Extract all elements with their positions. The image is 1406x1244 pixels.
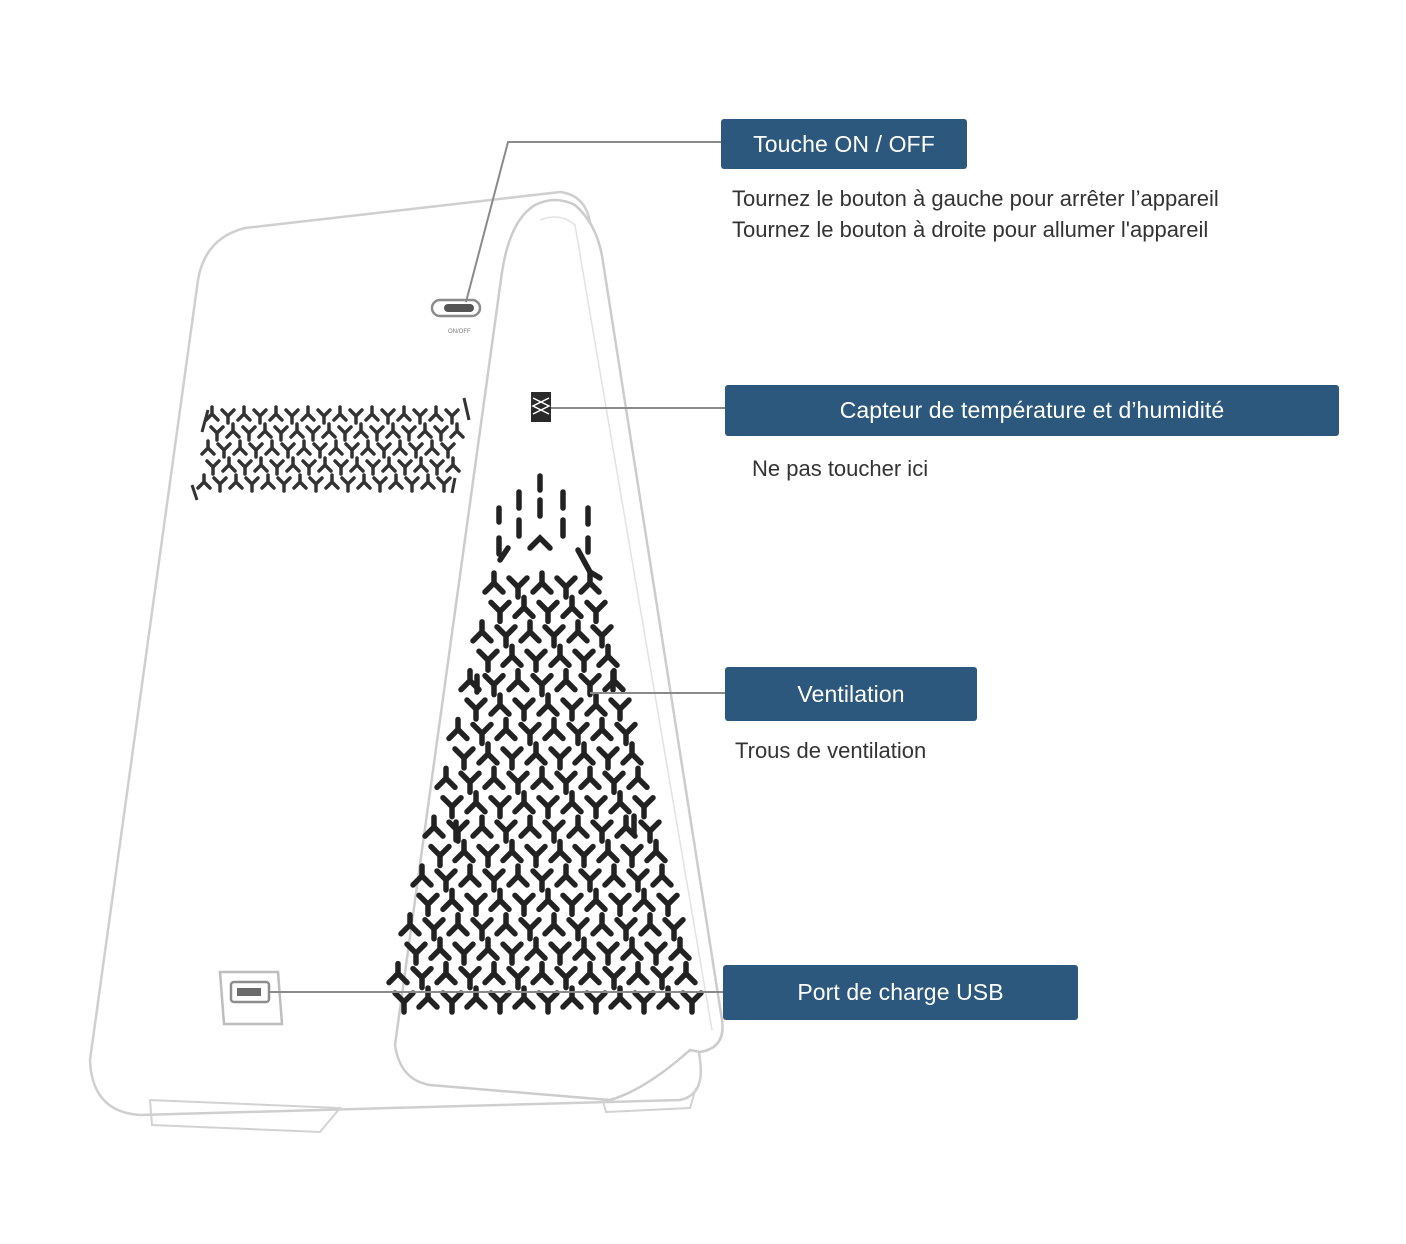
power-leader-line xyxy=(465,141,722,303)
power-instruction-on: Tournez le bouton à droite pour allumer … xyxy=(732,217,1209,242)
leader-lines xyxy=(270,141,725,993)
sensor-icon xyxy=(531,392,551,422)
power-button-label: Touche ON / OFF xyxy=(721,119,967,169)
device-base-right xyxy=(599,1087,697,1114)
device-front-inner-edge xyxy=(539,216,713,1031)
front-vent-slots xyxy=(453,473,637,843)
sensor-description: Ne pas toucher ici xyxy=(752,456,929,481)
ventilation-description: Trous de ventilation xyxy=(735,738,927,763)
svg-text:ON/OFF: ON/OFF xyxy=(448,329,471,335)
power-switch-icon: ON/OFF xyxy=(430,298,482,335)
power-instruction-off: Tournez le bouton à gauche pour arrêter … xyxy=(732,186,1219,211)
usb-port-icon xyxy=(218,970,284,1026)
sensor-label: Capteur de température et d’humidité xyxy=(725,385,1339,436)
usb-port-label: Port de charge USB xyxy=(723,965,1078,1020)
device-base xyxy=(148,1098,343,1134)
power-button-description: Tournez le bouton à gauche pour arrêter … xyxy=(732,183,1219,245)
ventilation-label: Ventilation xyxy=(725,667,977,721)
